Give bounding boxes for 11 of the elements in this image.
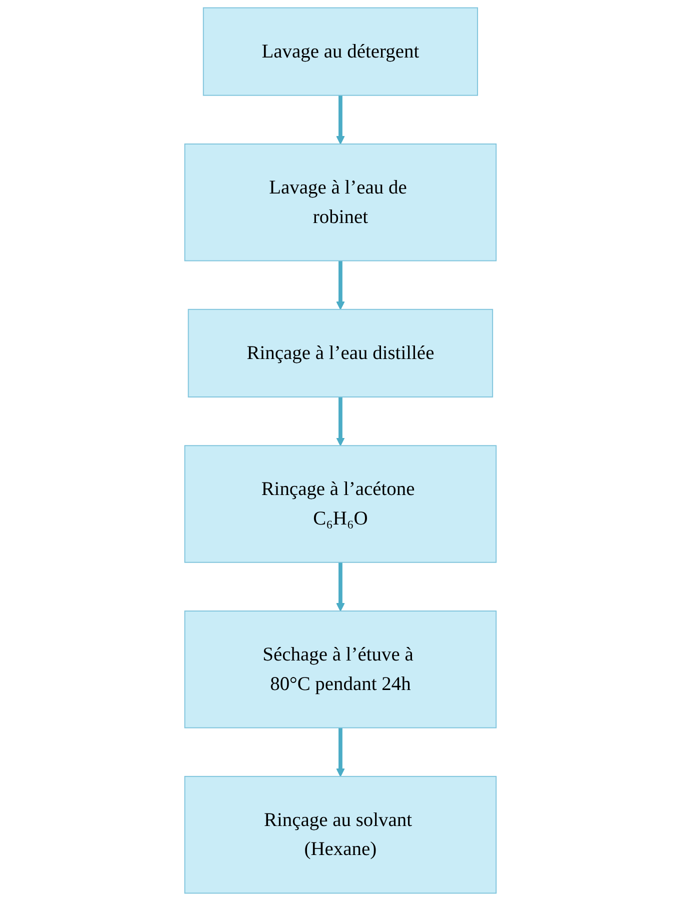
node-box: Rinçage à l’acétone C₆H₆O <box>184 445 496 563</box>
arrow <box>336 728 344 777</box>
node-box: Lavage au détergent <box>202 7 478 96</box>
node-box: Rinçage au solvant (Hexane) <box>184 776 496 894</box>
node-box: Séchage à l’étuve à 80°C pendant 24h <box>184 610 496 728</box>
node-box: Rinçage à l’eau distillée <box>187 308 493 398</box>
node-box: Lavage à l’eau de robinet <box>184 144 496 262</box>
arrow <box>336 396 344 446</box>
arrow <box>336 562 344 612</box>
arrow <box>336 95 344 144</box>
arrow <box>336 260 344 310</box>
